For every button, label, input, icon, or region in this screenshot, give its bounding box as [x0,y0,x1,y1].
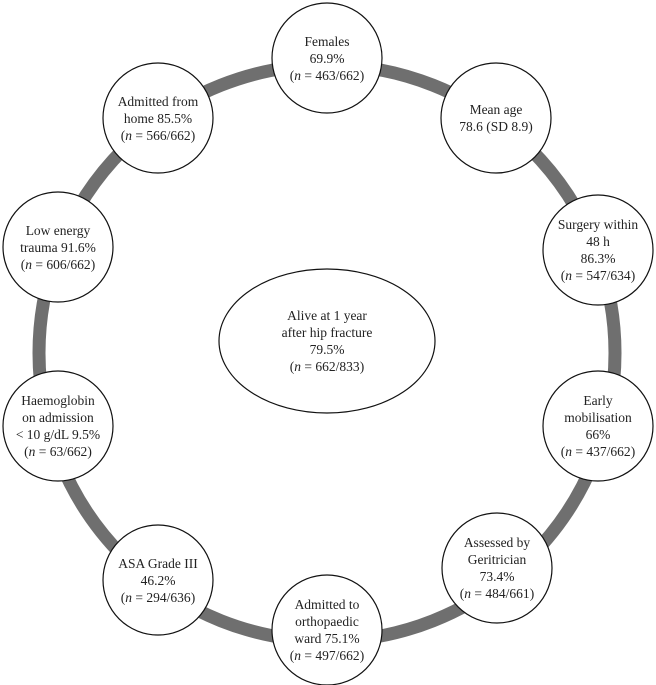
factor-node-early-mobilisation [542,370,654,482]
factor-node-mean-age [440,62,552,174]
label-line: 69.9% [309,50,345,66]
label-line: Haemoglobin [21,393,95,408]
label-line: after hip fracture [281,325,373,340]
factor-node-asa-grade-iii [102,524,214,636]
label-line: trauma 91.6% [20,239,96,255]
label-line: Females [304,33,350,49]
n-symbol: n [28,444,36,459]
label-line: Low energy [25,222,91,238]
sample-size-value: 437/662 [586,444,631,459]
label-line: 48 h [586,234,610,249]
factor-label-haemoglobin-on-admission: Haemoglobin on admission < 10 g/dL 9.5% (n … [3,371,113,481]
factor-node-admitted-to-orthopaedic-ward [271,574,383,685]
sample-size: (n = 547/634) [560,268,636,283]
sample-size-value: 547/634 [586,268,631,283]
label-line: home 85.5% [123,110,193,126]
sample-size-value: 606/662 [46,256,91,272]
outcome-label: Alive at 1 year after hip fracture 79.5% (n… [219,269,435,413]
label-line: Alive at 1 year [287,308,367,323]
factor-label-early-mobilisation: Early mobilisation 66% (n = 437/662) [543,371,653,481]
label-line: 73.4% [479,569,515,584]
label-line: 79.5% [309,342,345,357]
sample-size: (n = 463/662) [289,67,365,83]
sample-size-value: 484/661 [485,586,530,601]
n-symbol: n [294,67,302,83]
label-line: ASA Grade III [118,555,198,571]
label-line: Mean age [469,102,523,117]
label-line: Admitted to [294,597,360,612]
n-symbol: n [565,444,573,459]
outcome-ellipse [218,268,436,414]
label-line: Early [583,393,613,408]
factor-node-assessed-by-geritrician [441,512,553,624]
sample-size-value: 566/662 [146,127,191,143]
factor-node-admitted-from-home [102,62,214,174]
factor-label-assessed-by-geritrician: Assessed by Geritrician 73.4% (n = 484/661) [442,513,552,623]
sample-size: (n = 662/833) [289,359,365,374]
sample-size-value: 63/662 [49,444,88,459]
factor-node-low-energy-trauma [2,191,114,303]
label-line: < 10 g/dL 9.5% [15,427,101,442]
label-line: 78.6 (SD 8.9) [459,119,533,134]
label-line: 66% [585,427,611,442]
sample-size: (n = 294/636) [120,589,196,605]
n-symbol: n [25,256,33,272]
sample-size: (n = 484/661) [459,586,535,601]
n-symbol: n [294,648,302,663]
factor-label-mean-age: Mean age 78.6 (SD 8.9) [441,63,551,173]
n-symbol: n [464,586,472,601]
label-line: 46.2% [140,572,176,588]
label-line: Assessed by [463,535,531,550]
label-line: Surgery within [557,217,639,232]
label-line: on admission [22,410,94,425]
sample-size-value: 463/662 [315,67,360,83]
label-line: 86.3% [580,251,616,266]
sample-size-value: 662/833 [315,359,360,374]
sample-size: (n = 63/662) [24,444,92,459]
n-symbol: n [125,589,133,605]
sample-size-value: 497/662 [315,648,360,663]
n-symbol: n [565,268,573,283]
factor-node-haemoglobin-on-admission [2,370,114,482]
factor-node-surgery-within-48h [542,194,654,306]
factor-label-admitted-to-orthopaedic-ward: Admitted to orthopaedic ward 75.1% (n = 497… [272,575,382,685]
sample-size-value: 294/636 [146,589,191,605]
label-line: Admitted from [117,93,199,109]
sample-size: (n = 606/662) [20,256,96,272]
sample-size: (n = 497/662) [289,648,365,663]
factor-label-surgery-within-48h: Surgery within 48 h 86.3% (n = 547/634) [543,195,653,305]
label-line: orthopaedic [295,614,359,629]
label-line: ward 75.1% [294,631,360,646]
n-symbol: n [294,359,302,374]
sample-size: (n = 566/662) [120,127,196,143]
n-symbol: n [125,127,133,143]
factor-node-females [271,2,383,114]
label-line: mobilisation [564,410,632,425]
sample-size: (n = 437/662) [560,444,636,459]
label-line: Geritrician [467,552,527,567]
